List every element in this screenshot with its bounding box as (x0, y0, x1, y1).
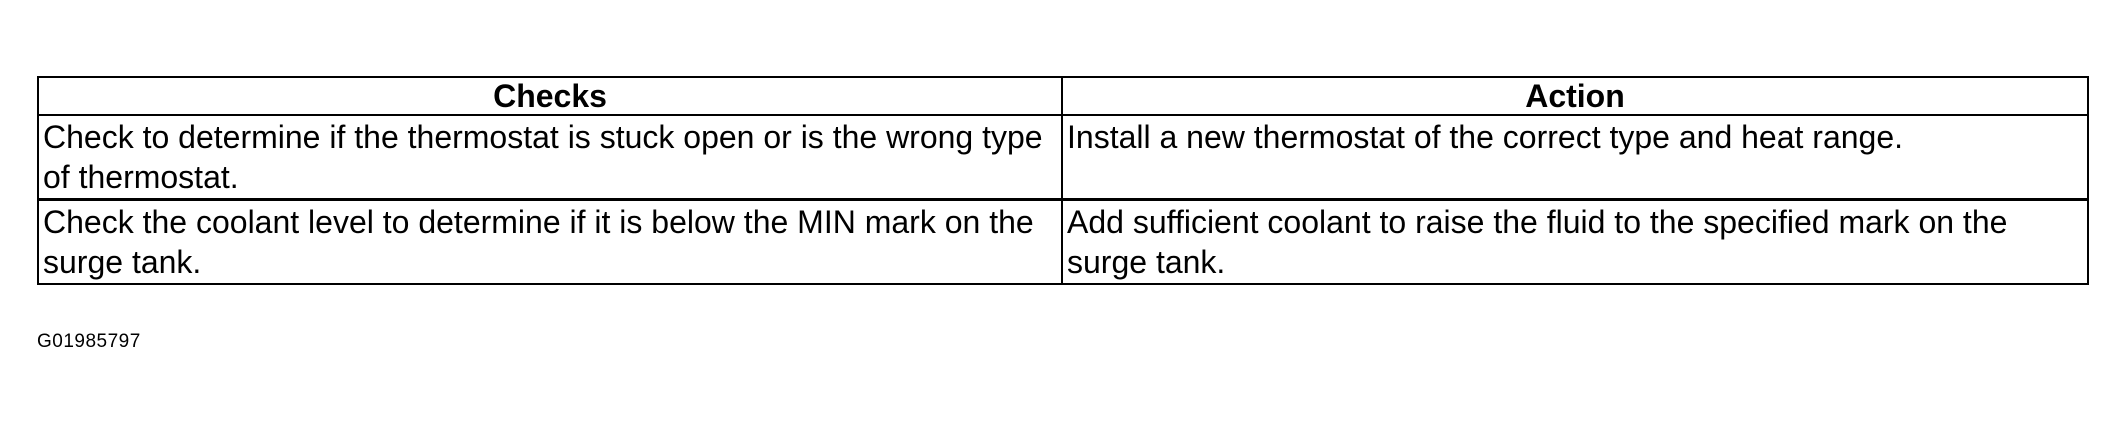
action-cell: Install a new thermostat of the correct … (1061, 114, 2089, 201)
table-row: Check to determine if the thermostat is … (37, 114, 2089, 201)
action-cell: Add sufficient coolant to raise the flui… (1061, 198, 2089, 285)
figure-id-label: G01985797 (37, 331, 141, 352)
column-header-action: Action (1061, 76, 2089, 116)
table-header-row: Checks Action (37, 76, 2089, 116)
column-header-checks: Checks (37, 76, 1063, 116)
checks-action-table: Checks Action Check to determine if the … (37, 76, 2089, 285)
table-row: Check the coolant level to determine if … (37, 198, 2089, 285)
check-cell: Check the coolant level to determine if … (37, 198, 1063, 285)
check-cell: Check to determine if the thermostat is … (37, 114, 1063, 201)
